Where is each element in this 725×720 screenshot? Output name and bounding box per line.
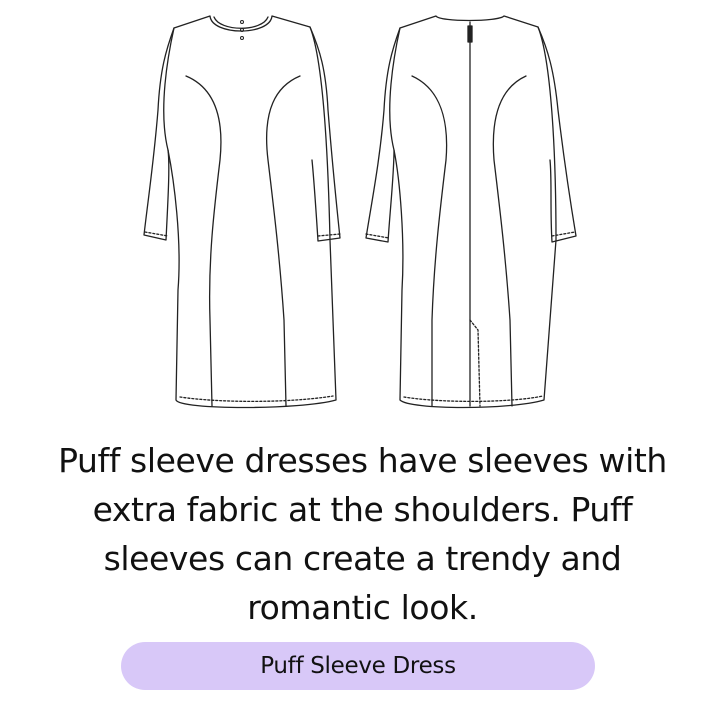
front-right-sleeve — [309, 26, 341, 242]
back-left-sleeve — [365, 27, 401, 243]
dress-description: Puff sleeve dresses have sleeves with ex… — [58, 441, 667, 627]
back-hem-stitch — [403, 395, 544, 403]
dress-style-label-text: Puff Sleeve Dress — [260, 653, 456, 679]
back-left-cuff — [365, 233, 390, 239]
front-dress-outline — [163, 15, 337, 409]
back-right-sleeve — [537, 26, 577, 243]
front-left-cuff — [144, 231, 169, 237]
front-neck-buttons — [240, 20, 244, 40]
dress-front-drawing — [143, 15, 341, 409]
front-left-sleeve — [143, 27, 175, 241]
front-right-princess-seam — [266, 75, 301, 407]
front-right-cuff — [317, 233, 341, 237]
back-right-princess-seam — [492, 75, 527, 407]
back-vent — [469, 319, 481, 407]
back-right-cuff — [551, 231, 576, 237]
front-left-princess-seam — [185, 75, 222, 407]
front-neckline — [213, 16, 269, 29]
dress-illustration — [143, 15, 577, 409]
front-hem-stitch — [179, 395, 334, 403]
back-left-princess-seam — [411, 75, 448, 407]
back-zipper-pull — [467, 25, 473, 43]
back-dress-outline — [389, 15, 557, 409]
dress-back-drawing — [365, 15, 577, 409]
dress-style-label: Puff Sleeve Dress — [121, 642, 595, 690]
